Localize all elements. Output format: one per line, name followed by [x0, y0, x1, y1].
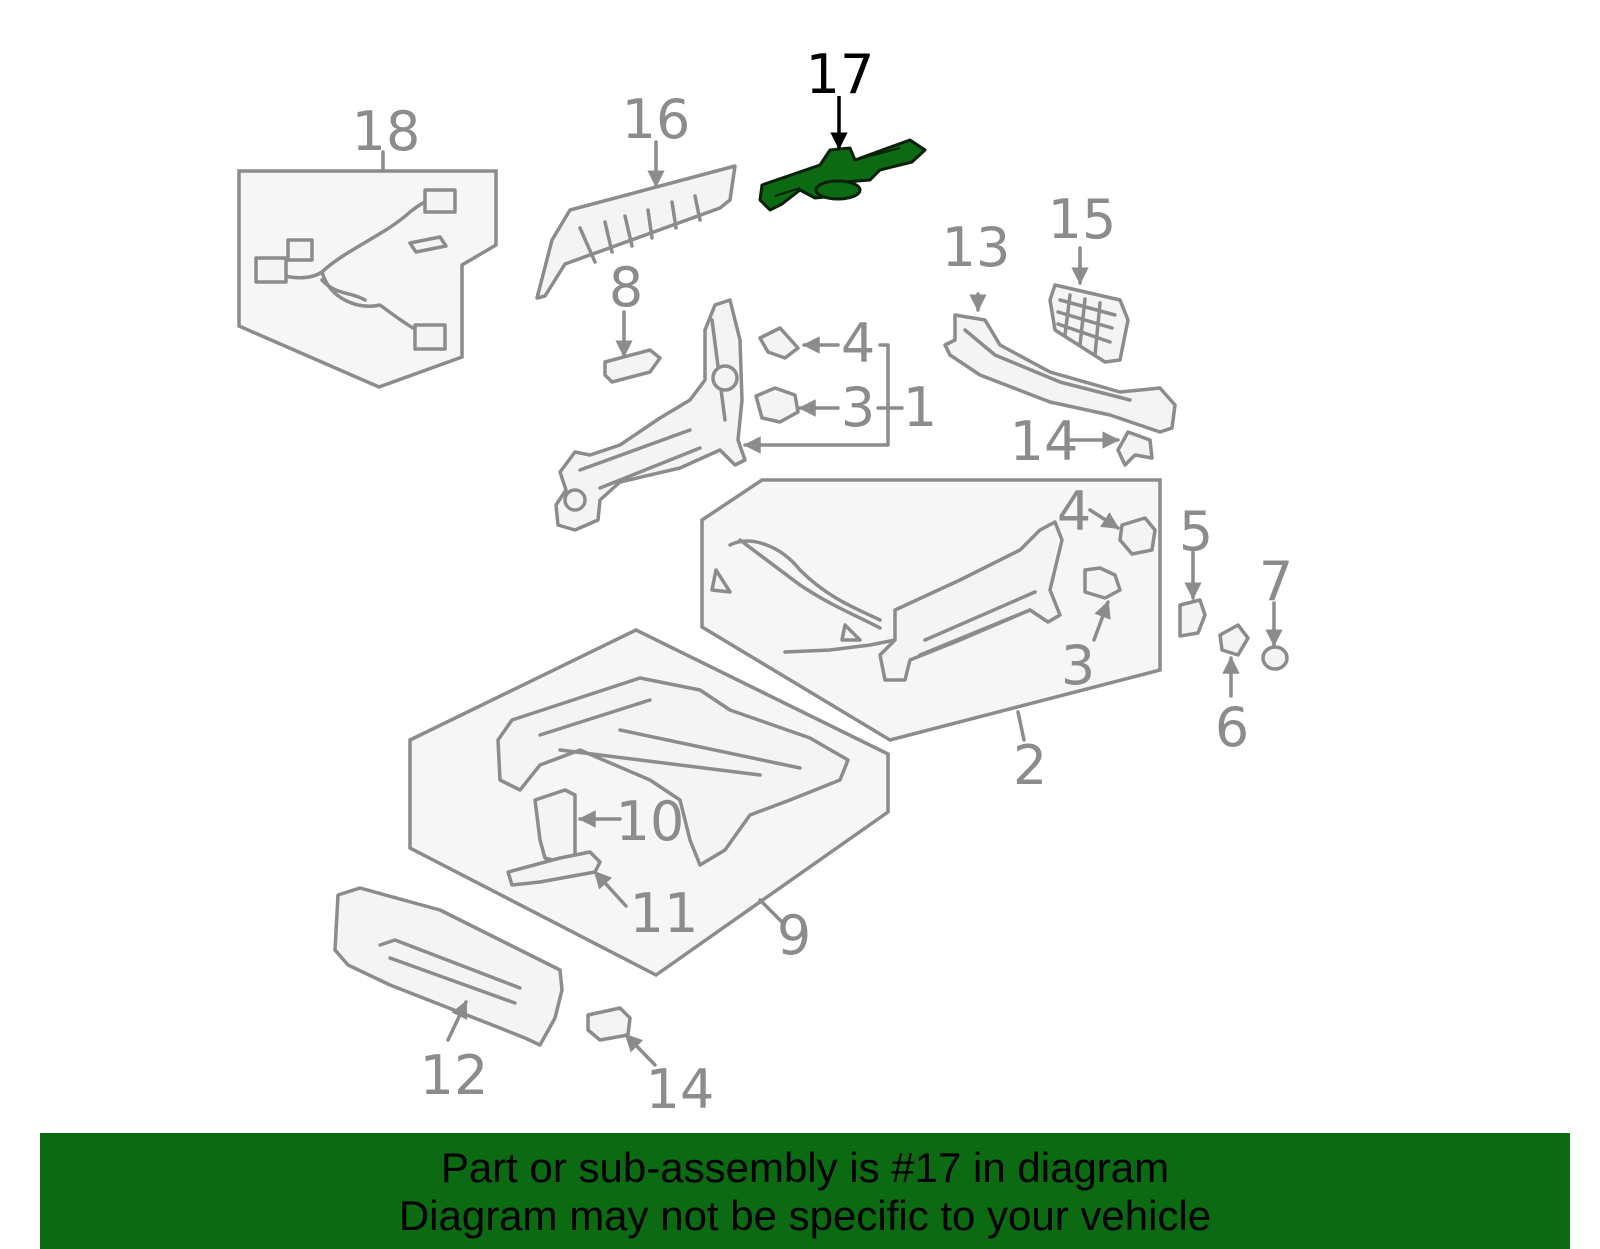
banner-line-2: Diagram may not be specific to your vehi… — [398, 1192, 1212, 1239]
label-3-lower: 3 — [1061, 634, 1095, 697]
label-8: 8 — [609, 256, 643, 319]
label-6: 6 — [1215, 696, 1249, 759]
label-17: 17 — [806, 43, 875, 106]
label-4-lower: 4 — [1057, 480, 1091, 543]
callout-labels: 18 16 17 8 4 3 1 13 15 14 4 5 7 3 6 2 10… — [352, 43, 1294, 1121]
part-15-grid-pad[interactable] — [1048, 283, 1130, 364]
part-16-side-cover[interactable] — [535, 164, 737, 300]
label-2: 2 — [1013, 734, 1047, 797]
part-17-highlighted[interactable] — [758, 138, 927, 212]
label-5: 5 — [1179, 500, 1213, 563]
label-10: 10 — [616, 790, 685, 853]
part-4-lower-cover[interactable] — [1118, 516, 1157, 556]
label-18: 18 — [352, 100, 421, 163]
part-14-lower-clip[interactable] — [586, 1006, 632, 1042]
label-1: 1 — [903, 376, 937, 439]
part-6-cap[interactable] — [1218, 623, 1250, 657]
label-3-upper: 3 — [841, 376, 875, 439]
part-13-rail[interactable] — [943, 313, 1177, 434]
banner-line-1: Part or sub-assembly is #17 in diagram — [440, 1144, 1170, 1191]
label-13: 13 — [942, 216, 1011, 279]
info-banner: Part or sub-assembly is #17 in diagram D… — [40, 1133, 1570, 1249]
part-18-harness[interactable] — [237, 169, 498, 389]
label-14-right: 14 — [1010, 410, 1079, 473]
part-9-base-box[interactable] — [408, 628, 890, 978]
leader-lines — [381, 96, 1283, 1067]
label-9: 9 — [777, 904, 811, 967]
label-15: 15 — [1048, 188, 1117, 251]
label-14-lower: 14 — [646, 1058, 715, 1121]
label-7: 7 — [1259, 550, 1293, 613]
part-5-cap[interactable] — [1178, 598, 1207, 638]
part-3-upper-cover[interactable] — [754, 386, 800, 424]
part-4-upper-cover[interactable] — [758, 326, 800, 360]
part-1-recliner-frame[interactable] — [554, 298, 747, 532]
part-11-bracket[interactable] — [506, 850, 602, 887]
part-12-trim-cover[interactable] — [333, 886, 564, 1047]
part-14-right-clip[interactable] — [1116, 430, 1154, 467]
part-7-cap[interactable] — [1261, 645, 1289, 671]
label-12: 12 — [420, 1044, 489, 1107]
label-4-upper: 4 — [841, 312, 875, 375]
label-16: 16 — [622, 88, 691, 151]
part-8-cover[interactable] — [603, 348, 662, 384]
label-11: 11 — [630, 882, 699, 945]
part-2-adjuster-box[interactable] — [700, 478, 1162, 742]
